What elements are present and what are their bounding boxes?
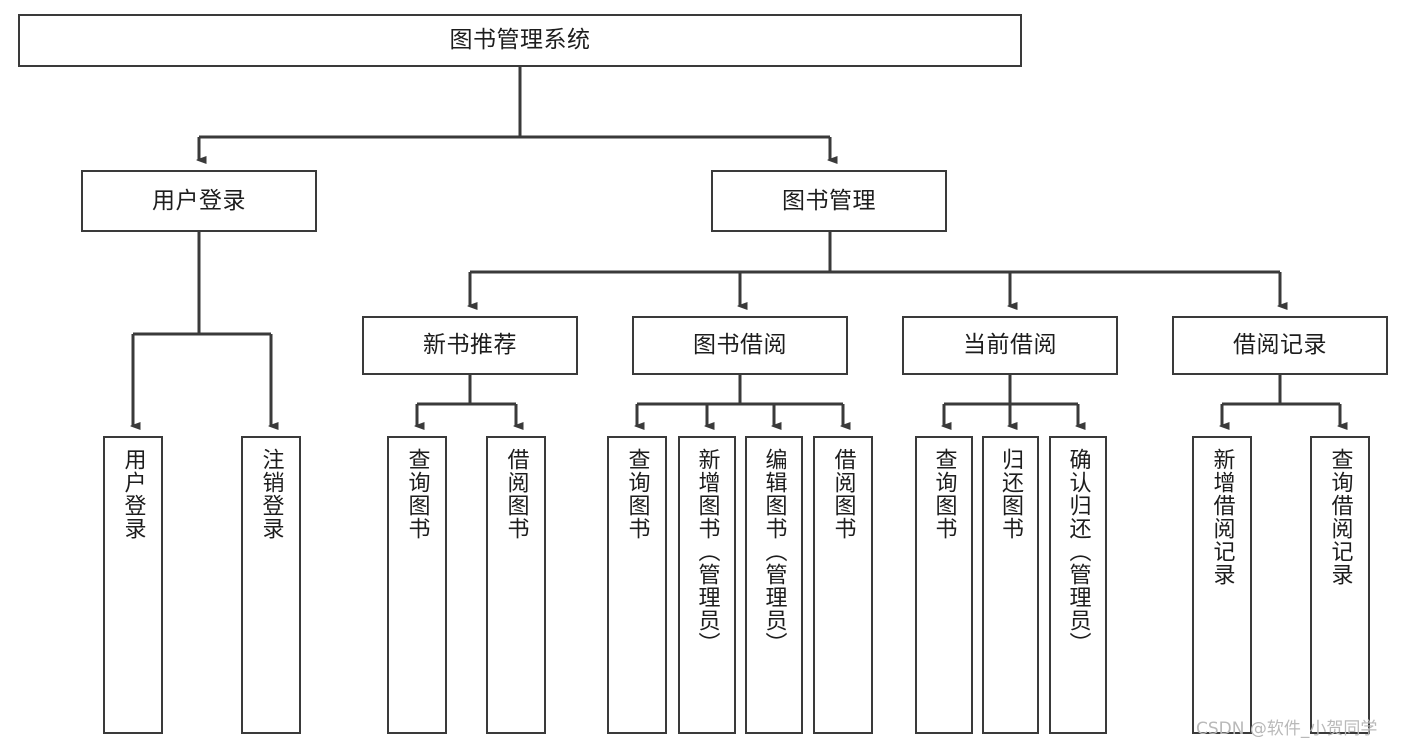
leaf-user-login[interactable]: 用户登录 [103,436,163,734]
node-label: 查询图书 [624,448,650,540]
node-label: 查询图书 [404,448,430,540]
edges-borrow-record-children [1222,375,1340,426]
node-label: 用户登录 [152,187,246,214]
node-label: 编辑图书（管理员） [761,448,787,655]
node-borrow-records[interactable]: 借阅记录 [1172,316,1388,375]
leaf-query-books-borrow[interactable]: 查询图书 [607,436,667,734]
node-root-book-management-system[interactable]: 图书管理系统 [18,14,1022,67]
node-label: 用户登录 [120,448,146,540]
node-label: 借阅记录 [1233,332,1327,359]
node-label: 图书管理系统 [449,27,591,54]
leaf-confirm-return-admin[interactable]: 确认归还（管理员） [1049,436,1107,734]
node-label: 查询借阅记录 [1327,448,1353,586]
node-book-borrowing[interactable]: 图书借阅 [632,316,848,375]
leaf-borrow-books-newbook[interactable]: 借阅图书 [486,436,546,734]
node-current-borrowing[interactable]: 当前借阅 [902,316,1118,375]
node-label: 新增图书（管理员） [694,448,720,655]
node-label: 确认归还（管理员） [1065,448,1091,655]
leaf-query-books-current[interactable]: 查询图书 [915,436,973,734]
node-label: 新书推荐 [423,332,517,359]
edges-current-borrow-children [944,375,1078,426]
leaf-query-borrow-record[interactable]: 查询借阅记录 [1310,436,1370,734]
leaf-query-books-newbook[interactable]: 查询图书 [387,436,447,734]
edges-user-login-children [133,232,271,426]
node-book-management[interactable]: 图书管理 [711,170,947,232]
node-user-login[interactable]: 用户登录 [81,170,317,232]
edges-book-manage-children [470,232,1280,306]
node-label: 借阅图书 [830,448,856,540]
node-label: 新增借阅记录 [1209,448,1235,586]
edges-root-to-level2 [199,67,830,160]
edges-new-book-children [133,375,516,426]
leaf-return-books[interactable]: 归还图书 [982,436,1039,734]
node-label: 归还图书 [998,448,1024,540]
leaf-logout[interactable]: 注销登录 [241,436,301,734]
node-label: 注销登录 [258,448,284,540]
node-label: 当前借阅 [963,332,1057,359]
leaf-borrow-books[interactable]: 借阅图书 [813,436,873,734]
node-label: 借阅图书 [503,448,529,540]
node-label: 图书借阅 [693,332,787,359]
node-label: 查询图书 [931,448,957,540]
leaf-add-borrow-record[interactable]: 新增借阅记录 [1192,436,1252,734]
node-label: 图书管理 [782,187,876,214]
edges-borrow-children [637,375,843,426]
leaf-add-book-admin[interactable]: 新增图书（管理员） [678,436,736,734]
leaf-edit-book-admin[interactable]: 编辑图书（管理员） [745,436,803,734]
node-new-book-recommendation[interactable]: 新书推荐 [362,316,578,375]
